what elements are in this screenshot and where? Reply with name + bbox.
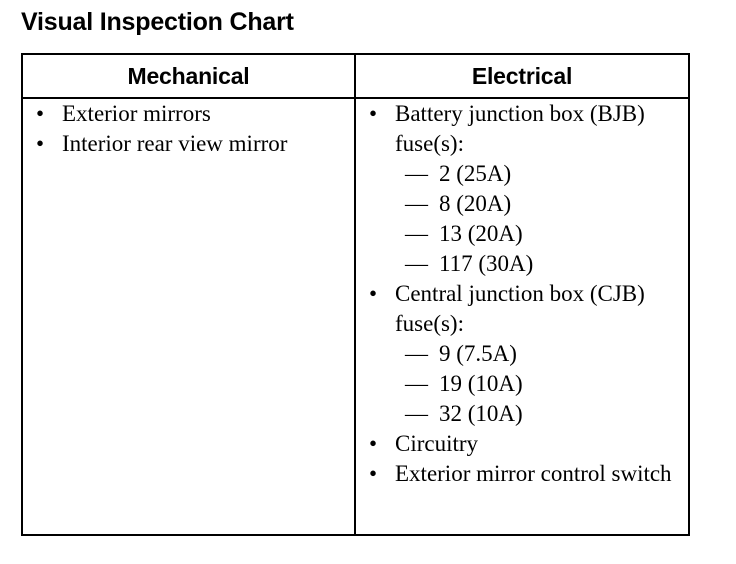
list-item: — 32 (10A)	[395, 399, 688, 429]
list-item-label: 13 (20A)	[439, 221, 523, 246]
list-item: • Exterior mirror control switch	[362, 459, 688, 489]
bullet-icon: •	[369, 281, 378, 306]
cell-mechanical: • Exterior mirrors • Interior rear view …	[21, 97, 356, 536]
bullet-icon: •	[369, 101, 378, 126]
list-item: • Exterior mirrors	[29, 99, 354, 129]
list-item: — 13 (20A)	[395, 219, 688, 249]
list-item-label: Exterior mirror control switch	[395, 461, 672, 486]
visual-inspection-table: Mechanical Electrical • Exterior mirrors…	[21, 53, 690, 536]
bjb-fuse-sublist: — 2 (25A) — 8 (20A) — 13 (20A)	[395, 159, 688, 279]
bullet-icon: •	[36, 131, 45, 156]
em-dash-icon: —	[405, 401, 428, 426]
list-item: — 117 (30A)	[395, 249, 688, 279]
page-title: Visual Inspection Chart	[21, 8, 294, 36]
list-item-label: 117 (30A)	[439, 251, 534, 276]
list-item: — 9 (7.5A)	[395, 339, 688, 369]
list-item: — 2 (25A)	[395, 159, 688, 189]
list-item: — 8 (20A)	[395, 189, 688, 219]
electrical-list: • Battery junction box (BJB) fuse(s): — …	[356, 99, 688, 489]
list-item-label: Battery junction box (BJB) fuse(s):	[395, 101, 645, 156]
list-item-label: 32 (10A)	[439, 401, 523, 426]
list-item: — 19 (10A)	[395, 369, 688, 399]
cell-electrical: • Battery junction box (BJB) fuse(s): — …	[354, 97, 690, 536]
bullet-icon: •	[369, 431, 378, 456]
list-item-label: 2 (25A)	[439, 161, 512, 186]
list-item-label: 19 (10A)	[439, 371, 523, 396]
em-dash-icon: —	[405, 371, 428, 396]
table-header-row: Mechanical Electrical	[21, 53, 690, 99]
list-item-label: 8 (20A)	[439, 191, 512, 216]
list-item: • Central junction box (CJB) fuse(s): — …	[362, 279, 688, 429]
list-item: • Battery junction box (BJB) fuse(s): — …	[362, 99, 688, 279]
list-item-label: 9 (7.5A)	[439, 341, 517, 366]
table-row: • Exterior mirrors • Interior rear view …	[21, 97, 690, 536]
cjb-fuse-sublist: — 9 (7.5A) — 19 (10A) — 32 (10A)	[395, 339, 688, 429]
list-item-label: Exterior mirrors	[62, 101, 211, 126]
list-item-label: Circuitry	[395, 431, 479, 456]
bullet-icon: •	[369, 461, 378, 486]
em-dash-icon: —	[405, 341, 428, 366]
mechanical-list: • Exterior mirrors • Interior rear view …	[23, 99, 354, 159]
list-item: • Circuitry	[362, 429, 688, 459]
em-dash-icon: —	[405, 161, 428, 186]
bullet-icon: •	[36, 101, 45, 126]
em-dash-icon: —	[405, 251, 428, 276]
column-header-electrical: Electrical	[354, 53, 690, 99]
em-dash-icon: —	[405, 191, 428, 216]
column-header-mechanical: Mechanical	[21, 53, 356, 99]
list-item-label: Central junction box (CJB) fuse(s):	[395, 281, 645, 336]
list-item-label: Interior rear view mirror	[62, 131, 288, 156]
em-dash-icon: —	[405, 221, 428, 246]
list-item: • Interior rear view mirror	[29, 129, 354, 159]
